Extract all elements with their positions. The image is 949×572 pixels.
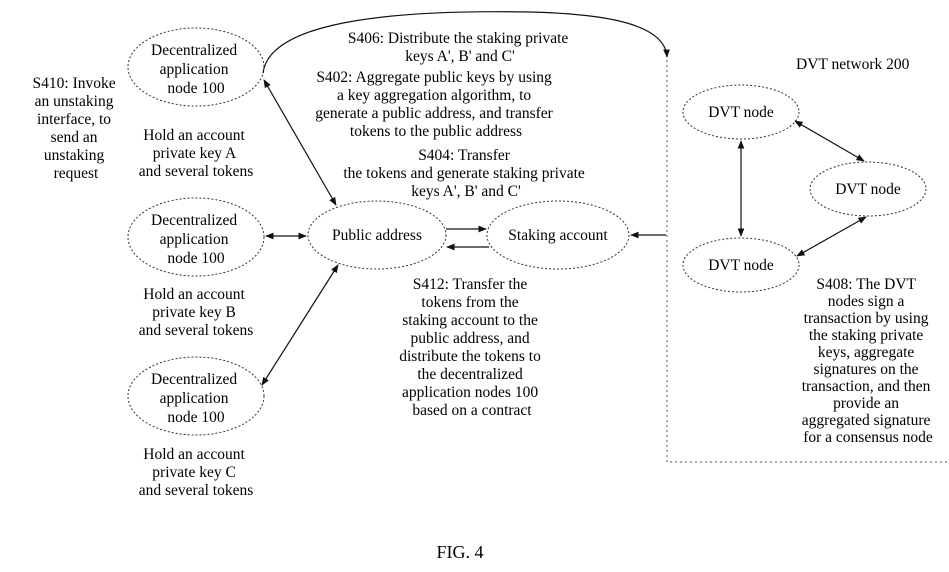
step-s406-text: S406: Distribute the staking private key…	[348, 30, 572, 65]
step-s410-text: S410: Invoke an unstaking interface, to …	[33, 75, 120, 182]
dapp-node-a-label: Decentralized application node 100	[151, 42, 241, 97]
dvt-node-right-label: DVT node	[835, 181, 901, 198]
dvt-node-top-label: DVT node	[708, 104, 774, 121]
dapp-node-b-label: Decentralized application node 100	[151, 212, 241, 267]
arrow-dvt-bottom-right	[797, 217, 866, 256]
step-s408-text: S408: The DVT nodes sign a transaction b…	[802, 276, 935, 446]
figure-label: FIG. 4	[436, 542, 483, 562]
step-s404-text: S404: Transfer the tokens and generate s…	[343, 147, 588, 200]
dvt-node-bottom-label: DVT node	[708, 257, 774, 274]
staking-account-label: Staking account	[508, 227, 608, 244]
arrow-dapp-a-public	[264, 80, 336, 205]
public-address-label: Public address	[332, 227, 422, 244]
dvt-network-label: DVT network 200	[796, 56, 910, 73]
step-s412-text: S412: Transfer the tokens from the staki…	[399, 276, 545, 419]
dapp-node-c-label: Decentralized application node 100	[151, 371, 241, 426]
arrow-dvt-top-right	[795, 121, 864, 161]
holding-c-text: Hold an account private key C and severa…	[139, 446, 254, 499]
holding-b-text: Hold an account private key B and severa…	[139, 286, 254, 339]
arrow-dapp-c-public	[262, 265, 338, 385]
holding-a-text: Hold an account private key A and severa…	[139, 127, 254, 180]
step-s402-text: S402: Aggregate public keys by using a k…	[315, 69, 556, 140]
